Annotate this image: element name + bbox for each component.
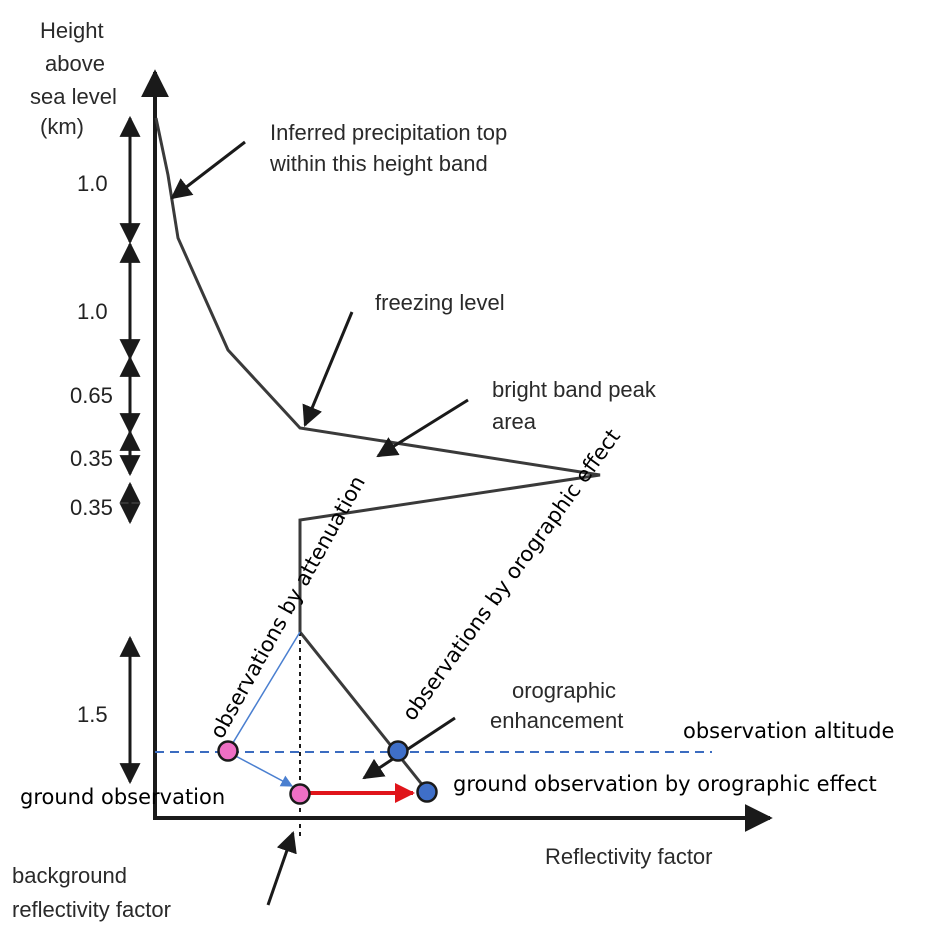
observation-altitude-label: observation altitude [683, 719, 894, 743]
band-label-5: 0.35 [70, 495, 113, 520]
precip-top-label: Inferred precipitation top within this h… [269, 120, 513, 176]
background-reflectivity-pointer [266, 831, 297, 906]
blue-marker-altitude [387, 740, 409, 762]
y-axis-title-line2: above [45, 51, 105, 76]
orographic-enhancement-pointer [362, 716, 456, 780]
background-reflectivity-label: background reflectivity factor [12, 863, 171, 922]
orographic-enhancement-line1: orographic [512, 678, 616, 703]
blue-marker-ground [416, 781, 438, 803]
background-reflectivity-line1: background [12, 863, 127, 888]
bright-band-label: bright band peak area [492, 377, 662, 434]
axes [141, 69, 773, 832]
band-label-1: 1.0 [77, 171, 108, 196]
freezing-level-label: freezing level [375, 290, 505, 315]
attenuation-lines [227, 631, 301, 787]
pink-marker-ground [289, 783, 311, 805]
band-label-2: 1.0 [77, 299, 108, 324]
ground-observation-label: ground observation [20, 785, 225, 809]
bright-band-line1: bright band peak [492, 377, 657, 402]
attenuation-line-up [227, 631, 301, 752]
precip-top-line1: Inferred precipitation top [270, 120, 507, 145]
pink-marker-altitude [217, 740, 239, 762]
orographic-enhancement-label: orographic enhancement [490, 678, 623, 733]
y-axis-title-line1: Height [40, 18, 104, 43]
bright-band-line2: area [492, 409, 537, 434]
attenuation-label: observations by attenuation [205, 472, 370, 743]
background-reflectivity-line2: reflectivity factor [12, 897, 171, 922]
precip-top-line2: within this height band [269, 151, 488, 176]
precip-top-pointer [170, 140, 246, 200]
attenuation-line-down [229, 752, 294, 787]
orographic-enhancement-line2: enhancement [490, 708, 623, 733]
y-axis-title-line3: sea level [30, 84, 117, 109]
y-axis-title-line4: (km) [40, 114, 84, 139]
x-axis-title: Reflectivity factor [545, 844, 713, 869]
ground-obs-orographic-label: ground observation by orographic effect [453, 772, 877, 796]
height-band-labels: 1.0 1.0 0.65 0.35 0.35 1.5 [70, 171, 113, 727]
band-label-6: 1.5 [77, 702, 108, 727]
band-label-4: 0.35 [70, 446, 113, 471]
y-axis-title: Height above sea level (km) [30, 18, 123, 139]
bright-band-pointer [376, 398, 469, 458]
observation-markers [217, 740, 438, 805]
annotation-pointers [170, 140, 469, 906]
band-label-3: 0.65 [70, 383, 113, 408]
freezing-level-pointer [302, 311, 354, 427]
